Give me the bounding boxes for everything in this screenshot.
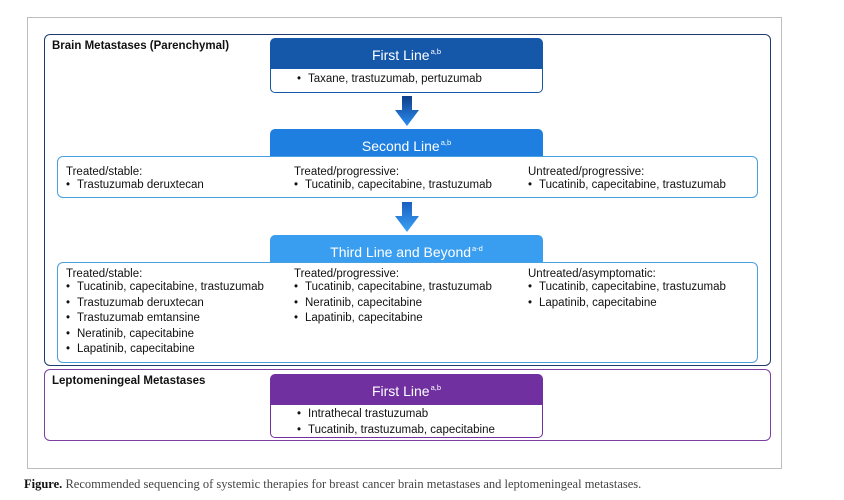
first-line-superscript: a,b (430, 47, 441, 56)
column-heading: Untreated/progressive: (528, 166, 645, 178)
first-line-list: Taxane, trastuzumab, pertuzumab (297, 72, 542, 88)
column-heading: Treated/stable: (66, 166, 143, 178)
column-heading: Untreated/asymptomatic: (528, 268, 656, 280)
list-item: Neratinib, capecitabine (66, 327, 291, 343)
brain-metastases-section (44, 34, 771, 366)
third-line-header: Third Line and Beyonda-d (270, 235, 543, 263)
list-item: Tucatinib, trastuzumab, capecitabine (297, 423, 542, 439)
list-item: Lapatinib, capecitabine (66, 342, 291, 358)
column-heading: Treated/progressive: (294, 166, 400, 178)
lepto-first-line-header: First Linea,b (270, 374, 543, 404)
column-heading: Treated/progressive: (294, 268, 400, 280)
leptomeningeal-metastases-section (44, 369, 771, 441)
third-line-title: Third Line and Beyond (330, 244, 472, 260)
lepto-first-line-superscript: a,b (430, 383, 441, 392)
list-item: Tucatinib, capecitabine, trastuzumab (528, 178, 753, 194)
first-line-title: First Line (371, 47, 430, 63)
brain-metastases-label: Brain Metastases (Parenchymal) (52, 40, 230, 52)
second-line-column-untreated-progressive: Untreated/progressive: Tucatinib, capeci… (528, 166, 753, 194)
third-line-column-treated-progressive: Treated/progressive: Tucatinib, capecita… (294, 268, 524, 327)
lepto-first-line-content: Intrathecal trastuzumab Tucatinib, trast… (270, 404, 543, 438)
list-item: Trastuzumab emtansine (66, 311, 291, 327)
lepto-first-line-title: First Line (371, 383, 430, 399)
second-line-header: Second Linea,b (270, 129, 543, 157)
list-item: Lapatinib, capecitabine (294, 311, 524, 327)
column-heading: Treated/stable: (66, 268, 143, 280)
list-item: Taxane, trastuzumab, pertuzumab (297, 72, 542, 88)
figure-caption: Figure. Recommended sequencing of system… (24, 477, 641, 492)
list-item: Trastuzumab deruxtecan (66, 178, 286, 194)
list-item: Lapatinib, capecitabine (528, 296, 753, 312)
second-line-column-treated-progressive: Treated/progressive: Tucatinib, capecita… (294, 166, 524, 194)
leptomeningeal-metastases-label: Leptomeningeal Metastases (52, 375, 206, 387)
list-item: Trastuzumab deruxtecan (66, 296, 291, 312)
first-line-header: First Linea,b (270, 38, 543, 68)
second-line-column-treated-stable: Treated/stable: Trastuzumab deruxtecan (66, 166, 286, 194)
list-item: Tucatinib, capecitabine, trastuzumab (294, 178, 524, 194)
list-item: Intrathecal trastuzumab (297, 407, 542, 423)
third-line-column-untreated-asymptomatic: Untreated/asymptomatic: Tucatinib, capec… (528, 268, 753, 311)
list-item: Tucatinib, capecitabine, trastuzumab (528, 280, 753, 296)
second-line-title: Second Line (361, 138, 440, 154)
list-item: Tucatinib, capecitabine, trastuzumab (66, 280, 291, 296)
list-item: Neratinib, capecitabine (294, 296, 524, 312)
caption-label: Figure. (24, 477, 63, 491)
down-arrow-icon (395, 96, 419, 126)
lepto-first-line-list: Intrathecal trastuzumab Tucatinib, trast… (297, 407, 542, 438)
third-line-column-treated-stable: Treated/stable: Tucatinib, capecitabine,… (66, 268, 291, 358)
list-item: Tucatinib, capecitabine, trastuzumab (294, 280, 524, 296)
third-line-superscript: a-d (472, 244, 483, 253)
caption-text: Recommended sequencing of systemic thera… (62, 477, 642, 491)
second-line-superscript: a,b (440, 138, 452, 147)
first-line-content: Taxane, trastuzumab, pertuzumab (270, 68, 543, 93)
down-arrow-icon (395, 202, 419, 232)
